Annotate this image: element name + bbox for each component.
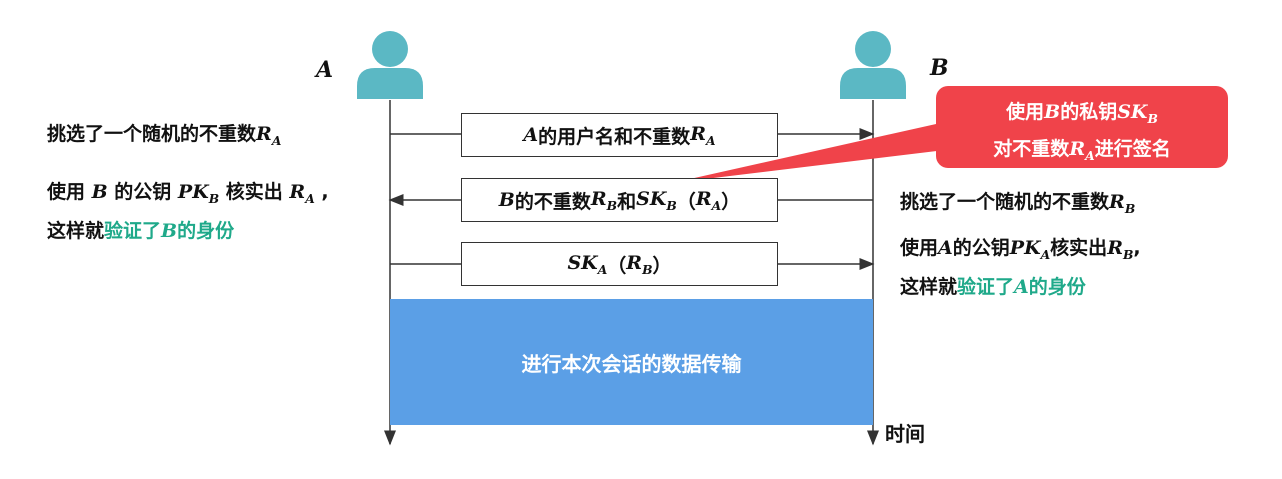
person-b-icon [840, 31, 906, 99]
time-label: 时间 [885, 422, 925, 446]
msg3-box: SKA（RB） [461, 242, 778, 286]
left-step1: 挑选了一个随机的不重数RA [47, 123, 282, 148]
callout-text: 使用B的私钥SKB 对不重数RA进行签名 [993, 101, 1171, 163]
person-a-icon [357, 31, 423, 99]
right-step1: 挑选了一个随机的不重数RB [900, 191, 1136, 216]
data-transfer-label: 进行本次会话的数据传输 [521, 351, 742, 376]
left-step2: 使用 B 的公钥 PKB 核实出 RA , 这样就验证了B的身份 [47, 181, 329, 242]
party-b-label: B [930, 55, 949, 81]
party-a-label: A [316, 57, 334, 83]
callout-box-bg [936, 86, 1228, 168]
right-step2: 使用A的公钥PKA核实出RB, 这样就验证了A的身份 [900, 237, 1141, 298]
callout-pointer [672, 122, 945, 183]
data-transfer-block: 进行本次会话的数据传输 [390, 299, 873, 425]
